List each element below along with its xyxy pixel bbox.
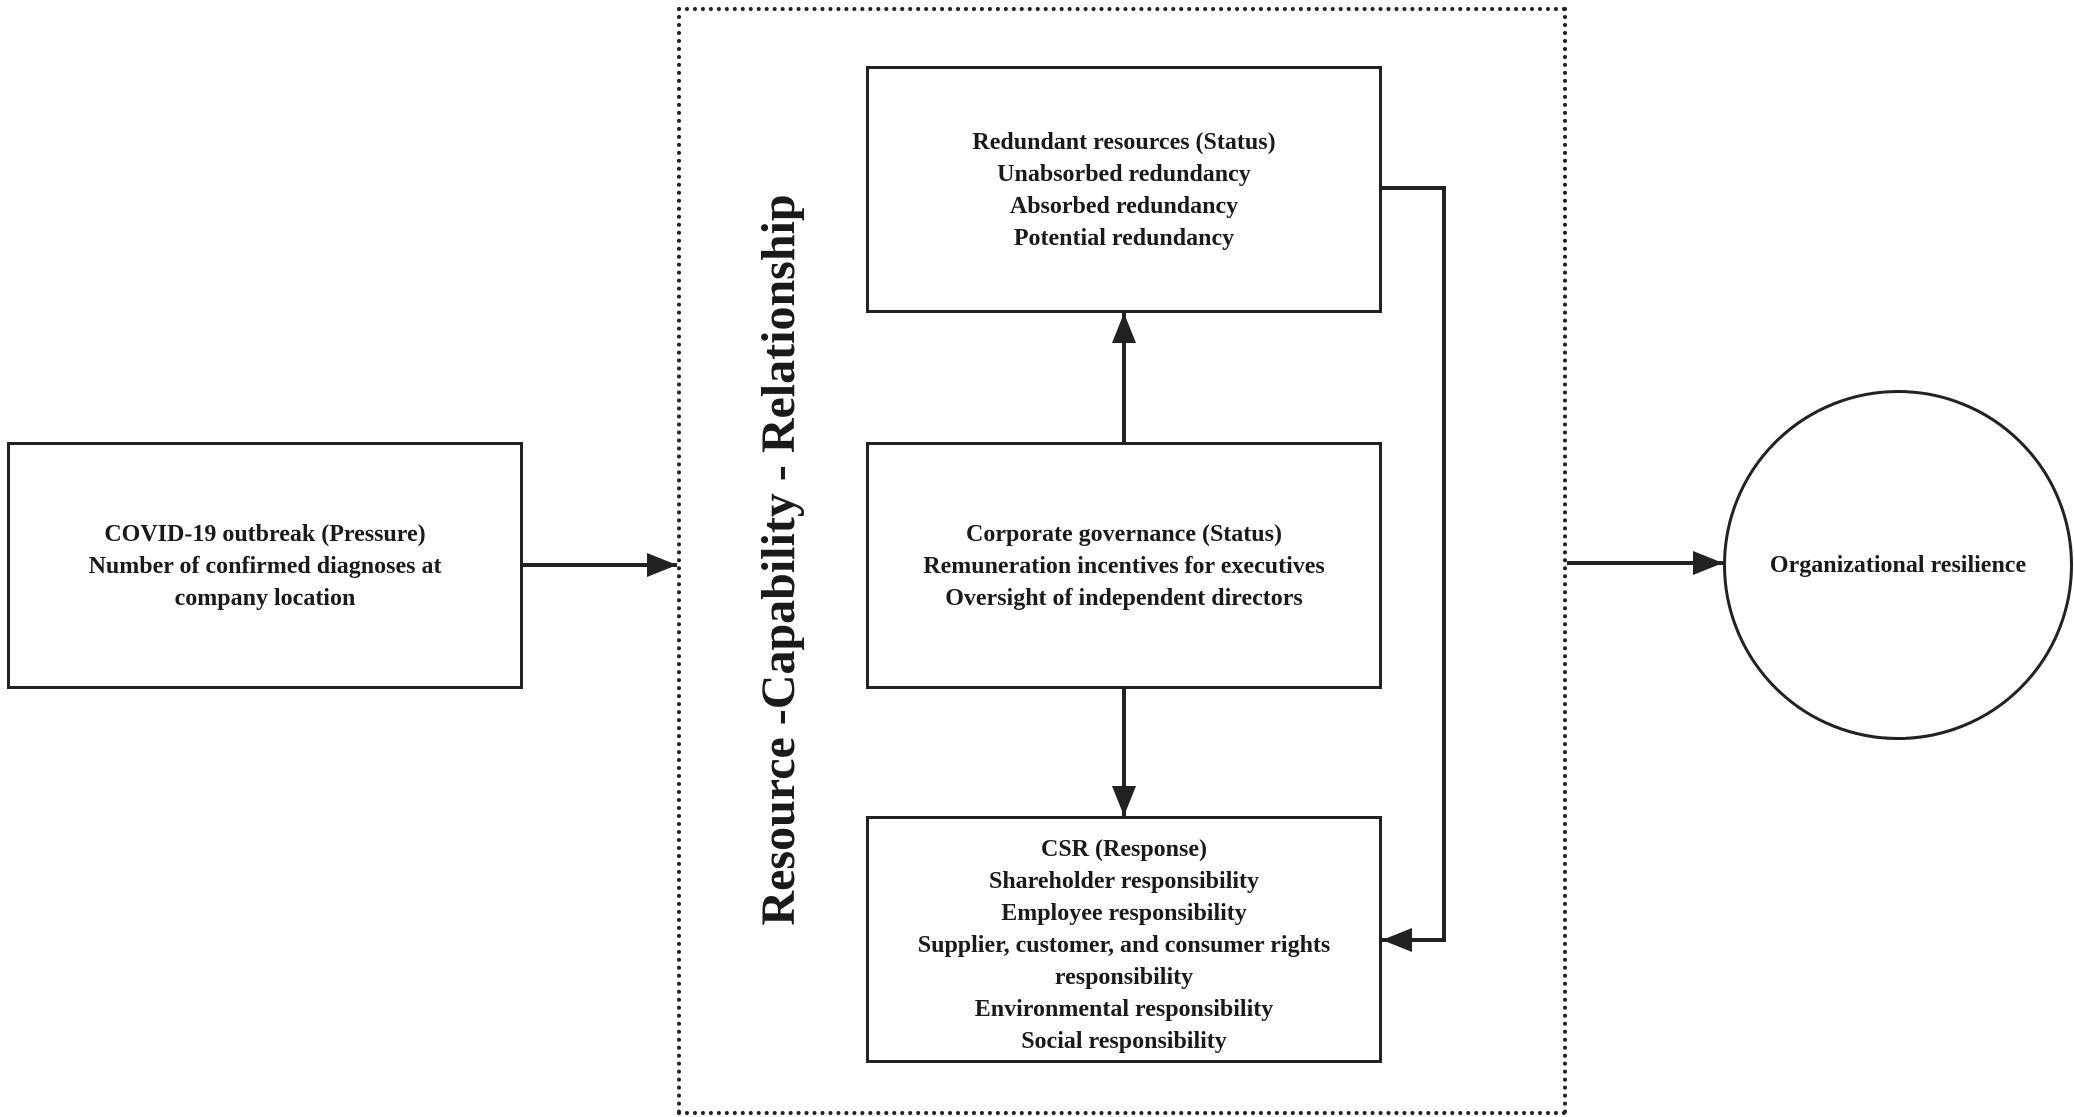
- csr-item: Shareholder responsibility: [988, 868, 1260, 894]
- pressure-box: COVID-19 outbreak (Pressure) Number of c…: [7, 442, 523, 689]
- csr-item: Social responsibility: [1021, 1028, 1227, 1054]
- csr-item: Supplier, customer, and consumer rights: [917, 932, 1331, 958]
- csr-item: Employee responsibility: [1001, 900, 1247, 926]
- framework-label: Resource -Capability - Relationship: [751, 194, 805, 926]
- csr-box: CSR (Response) Shareholder responsibilit…: [866, 816, 1382, 1063]
- corporate-governance-item: Oversight of independent directors: [945, 584, 1303, 611]
- pressure-line: Number of confirmed diagnoses at: [88, 552, 442, 579]
- csr-item: Environmental responsibility: [974, 996, 1274, 1022]
- redundant-resources-item: Potential redundancy: [1013, 224, 1235, 251]
- framework-boundary: [677, 7, 1567, 1115]
- csr-item: responsibility: [1054, 964, 1194, 990]
- redundant-resources-item: Unabsorbed redundancy: [997, 160, 1251, 187]
- corporate-governance-item: Remuneration incentives for executives: [923, 552, 1325, 579]
- arrow-redundant-to-csr: [1382, 186, 1446, 952]
- pressure-title: COVID-19 outbreak (Pressure): [104, 520, 426, 547]
- pressure-line: company location: [174, 584, 356, 611]
- redundant-resources-box: Redundant resources (Status) Unabsorbed …: [866, 66, 1382, 313]
- corporate-governance-box: Corporate governance (Status) Remunerati…: [866, 442, 1382, 689]
- outcome-label: Organizational resilience: [1769, 551, 2027, 578]
- redundant-resources-title: Redundant resources (Status): [972, 128, 1276, 155]
- corporate-governance-title: Corporate governance (Status): [966, 520, 1282, 547]
- redundant-resources-item: Absorbed redundancy: [1009, 192, 1239, 219]
- organizational-resilience-node: Organizational resilience: [1723, 390, 2073, 740]
- csr-title: CSR (Response): [1040, 836, 1207, 862]
